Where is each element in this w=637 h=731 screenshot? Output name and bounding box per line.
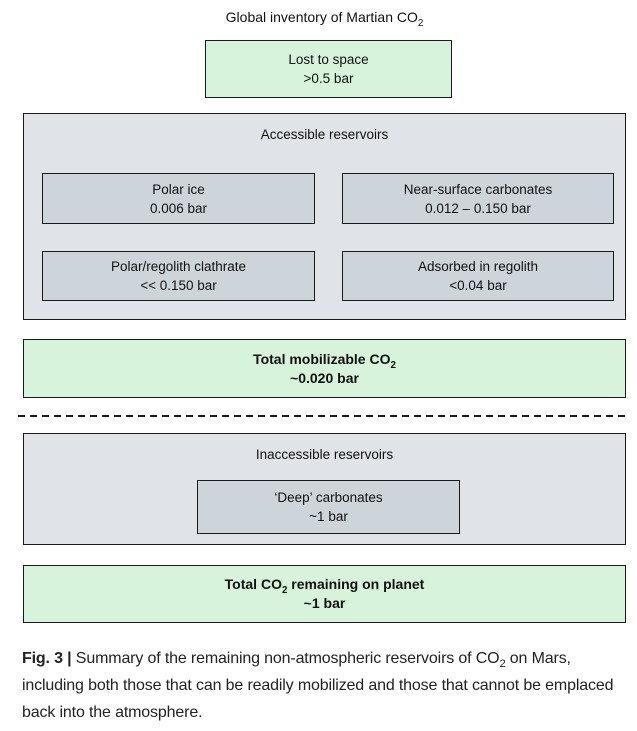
- box-total-mobilizable-co2-value: ~0.020 bar: [290, 369, 359, 386]
- box-polar-ice-value: 0.006 bar: [149, 200, 208, 216]
- panel-inaccessible-reservoirs: Inaccessible reservoirs ‘Deep’ carbonate…: [23, 433, 626, 545]
- figure-caption-subscript: 2: [499, 658, 506, 671]
- box-polar-regolith-clathrate: Polar/regolith clathrate << 0.150 bar: [42, 251, 315, 301]
- box-polar-ice: Polar ice 0.006 bar: [42, 173, 315, 224]
- figure-caption-text-post: on Mars, including both those that can b…: [22, 650, 614, 721]
- box-deep-carbonates-label: ‘Deep’ carbonates: [274, 490, 383, 505]
- box-deep-carbonates-value: ~1 bar: [309, 509, 348, 524]
- total-mobilizable-subscript: 2: [390, 359, 396, 371]
- figure-caption: Fig. 3 | Summary of the remaining non-at…: [22, 645, 619, 726]
- box-lost-to-space: Lost to space >0.5 bar: [205, 40, 452, 98]
- box-near-surface-carbonates-label: Near-surface carbonates: [403, 181, 553, 197]
- box-polar-regolith-clathrate-value: << 0.150 bar: [140, 278, 217, 293]
- figure-caption-text: Summary of the remaining non-atmospheric…: [71, 650, 500, 667]
- box-adsorbed-in-regolith-value: <0.04 bar: [449, 278, 507, 293]
- box-lost-to-space-value: >0.5 bar: [303, 71, 354, 86]
- total-remaining-text: Total CO: [224, 576, 282, 592]
- figure-title: Global inventory of Martian CO2: [23, 8, 626, 29]
- box-polar-ice-label: Polar ice: [152, 181, 205, 197]
- box-total-co2-remaining-label: Total CO2 remaining on planet: [224, 575, 425, 596]
- dashed-divider: [18, 415, 630, 417]
- box-adsorbed-in-regolith-label: Adsorbed in regolith: [417, 259, 539, 274]
- box-adsorbed-in-regolith: Adsorbed in regolith <0.04 bar: [342, 251, 614, 301]
- accessible-reservoirs-heading: Accessible reservoirs: [260, 127, 389, 142]
- box-deep-carbonates: ‘Deep’ carbonates ~1 bar: [197, 480, 460, 534]
- box-total-co2-remaining-value: ~1 bar: [303, 595, 346, 611]
- box-near-surface-carbonates-value: 0.012 – 0.150 bar: [425, 200, 531, 216]
- box-total-mobilizable-co2: Total mobilizable CO2 ~0.020 bar: [23, 339, 626, 398]
- box-total-co2-remaining: Total CO2 remaining on planet ~1 bar: [23, 565, 626, 623]
- box-total-mobilizable-co2-label: Total mobilizable CO2: [253, 350, 396, 371]
- figure-title-text: Global inventory of Martian CO: [225, 9, 418, 25]
- total-remaining-text-post: remaining on planet: [287, 576, 425, 592]
- inaccessible-reservoirs-heading: Inaccessible reservoirs: [255, 447, 394, 462]
- box-polar-regolith-clathrate-label: Polar/regolith clathrate: [110, 259, 247, 274]
- panel-accessible-reservoirs: Accessible reservoirs Polar ice 0.006 ba…: [23, 113, 626, 320]
- figure-title-subscript: 2: [417, 17, 424, 29]
- box-lost-to-space-label: Lost to space: [288, 52, 369, 67]
- total-remaining-subscript: 2: [281, 584, 288, 596]
- total-mobilizable-text: Total mobilizable CO: [253, 350, 391, 367]
- box-near-surface-carbonates: Near-surface carbonates 0.012 – 0.150 ba…: [342, 173, 614, 224]
- figure-caption-number: Fig. 3 |: [22, 650, 72, 667]
